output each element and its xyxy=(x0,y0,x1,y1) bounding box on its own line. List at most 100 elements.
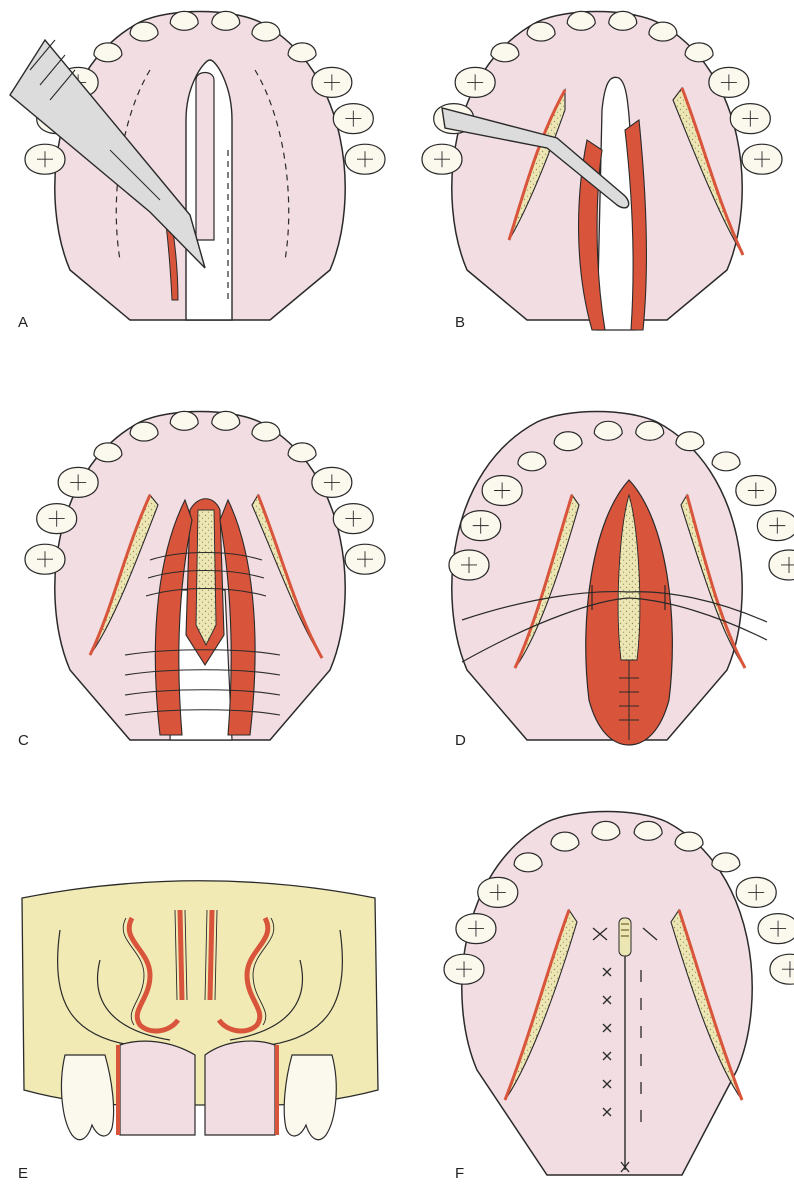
oral-flaps xyxy=(116,1040,279,1136)
front-tooth xyxy=(287,42,317,63)
lateral-incision-right xyxy=(680,493,747,669)
nasal-flap-right xyxy=(219,498,256,736)
panel-e-label: E xyxy=(18,1165,29,1182)
lateral-incision-left xyxy=(503,908,578,1101)
front-tooth xyxy=(490,42,520,63)
tooth-fissure xyxy=(357,151,374,168)
panel-d-label: D xyxy=(455,732,466,749)
front-tooth xyxy=(93,42,123,63)
tooth-fissure xyxy=(48,510,65,527)
panel-b-drawing xyxy=(421,10,783,331)
molar-right xyxy=(283,1054,337,1141)
tooth-fissure xyxy=(770,920,787,937)
front-tooth xyxy=(129,21,159,42)
tooth-fissure xyxy=(433,151,450,168)
teeth-arch xyxy=(24,410,386,575)
periosteal-elevator-icon xyxy=(441,107,630,209)
front-tooth xyxy=(287,442,317,463)
front-tooth xyxy=(550,831,580,852)
incision-lines xyxy=(115,69,290,300)
raised-flap-left xyxy=(578,139,606,331)
front-tooth xyxy=(93,442,123,463)
panel-e-drawing xyxy=(21,880,379,1141)
front-tooth xyxy=(129,421,159,442)
panel-d: D xyxy=(397,400,794,800)
front-tooth xyxy=(684,42,714,63)
raised-flap-right xyxy=(624,119,648,331)
teeth-arch xyxy=(448,420,794,581)
panel-b-label: B xyxy=(455,314,466,331)
front-tooth xyxy=(517,451,547,472)
tooth-fissure xyxy=(472,517,489,534)
front-tooth xyxy=(648,21,678,42)
tooth-fissure xyxy=(460,556,477,573)
front-tooth xyxy=(566,10,596,31)
closure-sutures xyxy=(592,927,658,1173)
nasal-mucosa-right xyxy=(207,909,271,1034)
teeth-arch xyxy=(421,10,783,175)
front-tooth xyxy=(211,10,241,31)
tooth-fissure xyxy=(345,110,362,127)
tooth-fissure xyxy=(769,517,786,534)
lateral-incision-right xyxy=(672,86,745,256)
palate-outline xyxy=(461,810,753,1176)
front-tooth xyxy=(169,10,199,31)
tooth-fissure xyxy=(36,551,53,568)
nasal-mucosa-left xyxy=(126,909,185,1034)
front-tooth xyxy=(526,21,556,42)
tooth-fissure xyxy=(323,74,340,91)
lateral-incision-left xyxy=(88,493,159,656)
sutures xyxy=(124,552,281,716)
front-tooth xyxy=(674,831,704,852)
panel-c: C xyxy=(0,400,397,800)
nasal-flap-left xyxy=(154,498,193,736)
scalpel-icon xyxy=(9,38,206,269)
tooth-fissure xyxy=(467,74,484,91)
panel-a: A xyxy=(0,0,397,400)
front-tooth xyxy=(251,421,281,442)
front-tooth xyxy=(169,410,199,431)
sutures xyxy=(461,585,768,663)
front-tooth xyxy=(711,451,741,472)
nasal-mucosa-outline xyxy=(122,909,275,1026)
cleft xyxy=(185,59,233,321)
front-tooth xyxy=(593,420,623,441)
tooth-fissure xyxy=(345,510,362,527)
tooth-fissure xyxy=(754,151,771,168)
tooth-fissure xyxy=(748,884,765,901)
tooth-fissure xyxy=(720,74,737,91)
front-tooth xyxy=(251,21,281,42)
lateral-incision-left xyxy=(513,493,580,669)
tooth-fissure xyxy=(70,474,87,491)
tooth-fissure xyxy=(742,110,759,127)
nasal-cavity-outline xyxy=(56,929,344,1046)
teeth-arch xyxy=(443,820,794,985)
tooth-fissure xyxy=(781,961,794,978)
front-tooth xyxy=(675,431,705,452)
front-tooth xyxy=(633,820,663,841)
molar-left xyxy=(60,1054,115,1141)
front-tooth xyxy=(608,10,638,31)
tooth-fissure xyxy=(781,556,794,573)
tooth-fissure xyxy=(467,920,484,937)
front-tooth xyxy=(591,820,621,841)
closed-nasal-layer xyxy=(585,479,673,746)
vomer-flap xyxy=(185,498,225,667)
front-tooth xyxy=(211,410,241,431)
tooth-fissure xyxy=(456,961,473,978)
panel-c-drawing xyxy=(24,410,386,741)
panel-a-label: A xyxy=(18,314,29,331)
tooth-fissure xyxy=(323,474,340,491)
front-tooth xyxy=(711,852,741,873)
panel-e: E xyxy=(0,800,397,1200)
lateral-incision-right xyxy=(670,908,744,1101)
panel-c-label: C xyxy=(18,732,29,749)
tooth-fissure xyxy=(357,551,374,568)
panel-a-drawing xyxy=(9,10,386,321)
tooth-fissure xyxy=(36,151,53,168)
lateral-incision-right xyxy=(251,493,324,659)
repaired-midline xyxy=(618,917,632,1170)
tooth-fissure xyxy=(747,482,764,499)
panel-f-drawing xyxy=(443,810,794,1176)
panel-f: F xyxy=(397,800,794,1200)
